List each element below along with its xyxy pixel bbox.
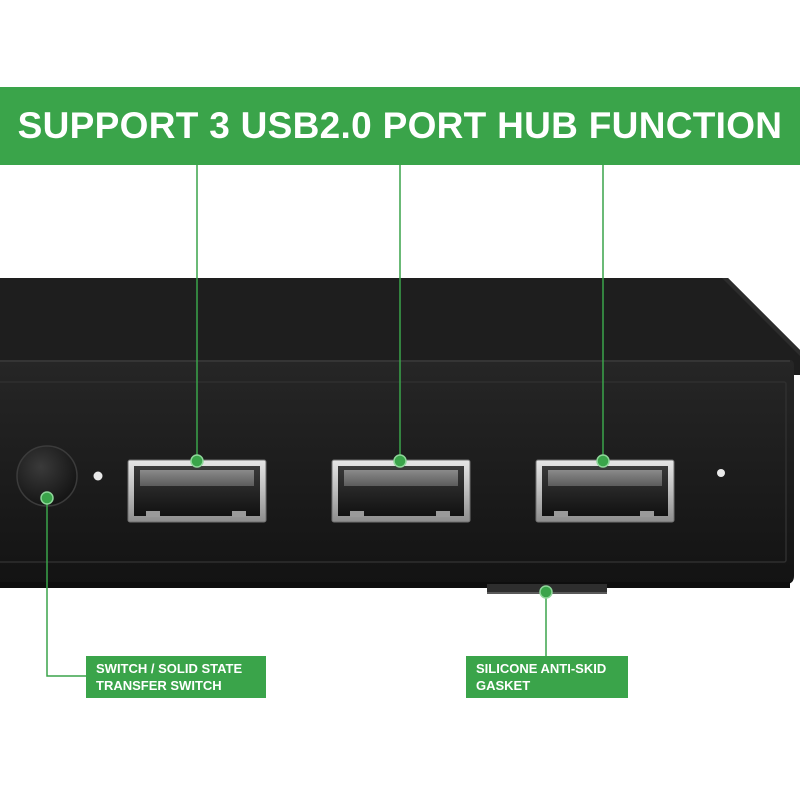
leader-dot-icon xyxy=(190,454,204,468)
device-top-edge xyxy=(722,278,800,356)
gasket-callout-line-1: SILICONE ANTI-SKID xyxy=(476,661,607,676)
gasket-callout-label: SILICONE ANTI-SKID GASKET xyxy=(466,656,628,698)
usb-port-icon[interactable] xyxy=(331,459,471,523)
leader-dot-icon xyxy=(393,454,407,468)
indicator-led-icon xyxy=(717,469,725,477)
leader-line-switch xyxy=(46,498,86,677)
switch-callout-line-2: TRANSFER SWITCH xyxy=(96,678,222,693)
leader-dot-icon xyxy=(596,454,610,468)
leader-dot-icon xyxy=(539,585,553,599)
switch-callout-label: SWITCH / SOLID STATE TRANSFER SWITCH xyxy=(86,656,266,698)
usb-port-icon[interactable] xyxy=(535,459,675,523)
gasket-callout-line-2: GASKET xyxy=(476,678,531,693)
port-leader-lines xyxy=(46,165,604,677)
headline-banner: SUPPORT 3 USB2.0 PORT HUB FUNCTION xyxy=(0,87,800,165)
device-bottom-shadow xyxy=(0,582,790,588)
switch-callout-line-1: SWITCH / SOLID STATE xyxy=(96,661,243,676)
usb-port-icon[interactable] xyxy=(127,459,267,523)
leader-dots xyxy=(40,454,610,599)
indicator-led-icon xyxy=(93,471,103,481)
headline-text: SUPPORT 3 USB2.0 PORT HUB FUNCTION xyxy=(17,105,783,146)
front-panel-recess xyxy=(0,381,787,563)
leader-dot-icon xyxy=(40,491,54,505)
